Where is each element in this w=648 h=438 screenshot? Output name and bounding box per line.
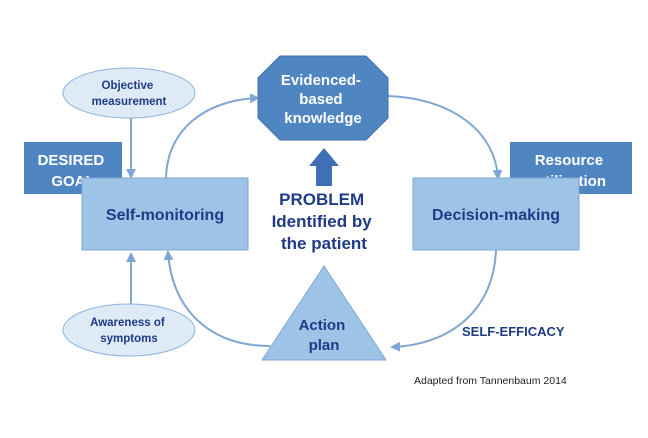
objective-measurement-label: Objective measurement	[92, 80, 167, 108]
arrow-action-to-selfmon	[163, 250, 271, 347]
evidence-label: Evidenced- based knowledge	[281, 72, 365, 127]
source-caption: Adapted from Tannenbaum 2014	[414, 375, 567, 387]
decision-making-label: Decision-making	[432, 207, 560, 224]
action-plan-label: Action plan	[299, 317, 350, 354]
arrow-selfmon-to-evidence	[165, 93, 260, 181]
problem-label: PROBLEM Identified by the patient	[272, 190, 377, 253]
up-arrow-icon	[309, 148, 339, 186]
objective-measurement-oval	[62, 67, 196, 119]
self-monitoring-label: Self-monitoring	[106, 207, 224, 224]
decision-making-box	[412, 177, 580, 251]
self-monitoring-box	[81, 177, 249, 251]
arrow-decision-to-action	[390, 247, 497, 352]
awareness-of-symptoms-oval	[62, 303, 196, 357]
awareness-of-symptoms-label: Awareness of symptoms	[90, 317, 168, 345]
action-plan-triangle	[261, 265, 387, 361]
self-efficacy-label: SELF-EFFICACY	[462, 324, 565, 339]
arrow-evidence-to-decision	[387, 95, 503, 180]
evidence-octagon	[257, 55, 389, 141]
